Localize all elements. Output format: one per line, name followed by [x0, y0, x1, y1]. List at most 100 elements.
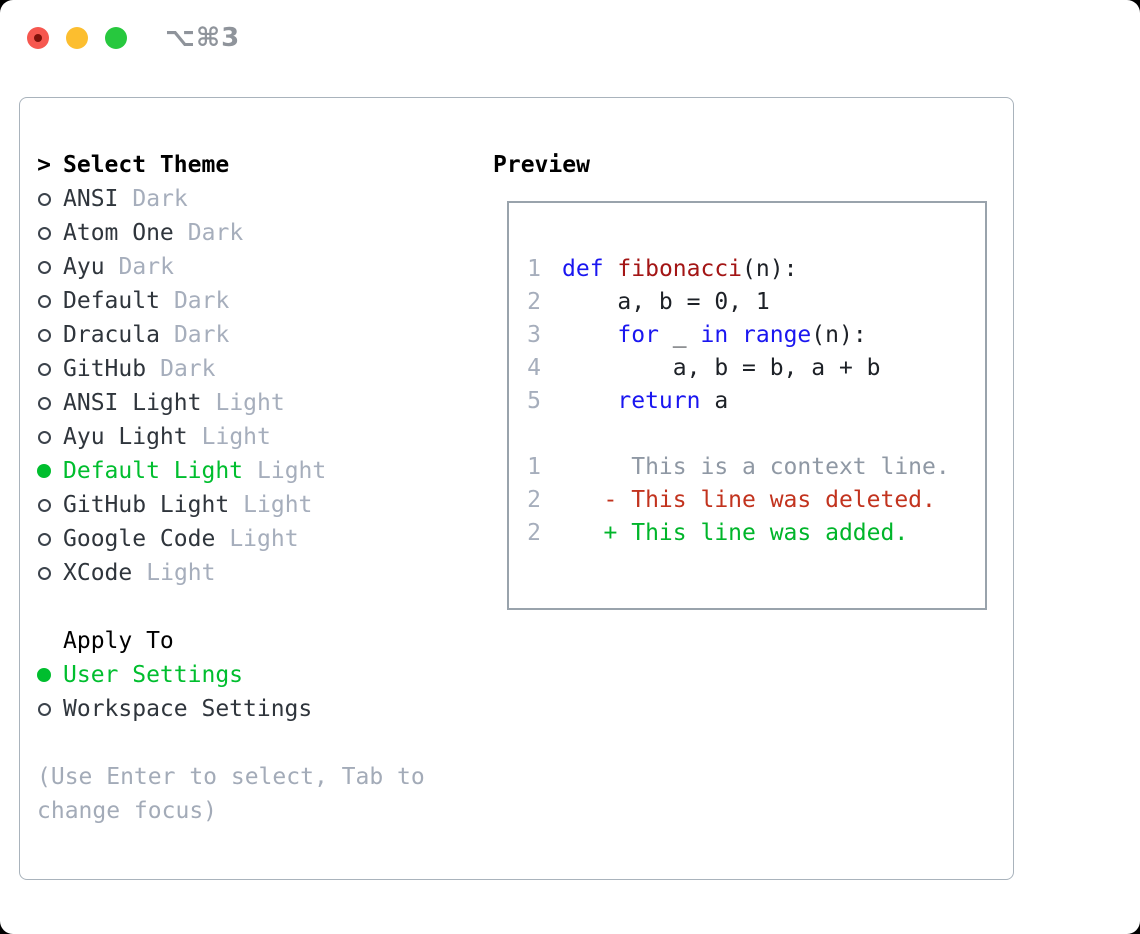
option-marker — [37, 454, 51, 488]
radio-icon — [37, 328, 51, 342]
option-tag: Light — [229, 526, 299, 552]
apply-to-header: Apply To — [37, 624, 425, 658]
option-tag: Light — [243, 492, 313, 518]
code-line: 2 + This line was added. — [527, 516, 950, 549]
line-content: This is a context line. — [562, 453, 950, 480]
option-marker — [37, 386, 51, 420]
line-number: 2 — [527, 486, 541, 513]
main-panel — [19, 97, 1014, 880]
radio-icon — [37, 396, 51, 410]
radio-icon — [37, 192, 51, 206]
code-line — [527, 417, 950, 450]
line-number: 5 — [527, 387, 541, 414]
chevron-icon: > — [37, 152, 51, 178]
line-content: for _ in range(n): — [617, 321, 867, 348]
code-line: 1 This is a context line. — [527, 450, 950, 483]
code-line: 5 return a — [527, 384, 950, 417]
option-name: Atom One — [63, 220, 174, 246]
prompt-marker: > — [37, 148, 51, 182]
theme-option-github[interactable]: GitHub Dark — [37, 352, 425, 386]
option-name: Ayu Light — [63, 424, 188, 450]
radio-icon — [37, 294, 51, 308]
zoom-button[interactable] — [105, 27, 127, 49]
theme-option-atom-one[interactable]: Atom One Dark — [37, 216, 425, 250]
option-marker — [37, 692, 51, 726]
selected-radio-icon — [37, 668, 51, 682]
option-marker — [37, 488, 51, 522]
window-title: ⌥⌘3 — [165, 23, 241, 53]
theme-option-ansi-light[interactable]: ANSI Light Light — [37, 386, 425, 420]
option-marker — [37, 182, 51, 216]
apply-to-title: Apply To — [63, 628, 174, 654]
option-name: Google Code — [63, 526, 216, 552]
minimize-button[interactable] — [66, 27, 88, 49]
line-content: a, b = b, a + b — [562, 354, 881, 381]
close-button[interactable] — [27, 27, 49, 49]
line-number: 2 — [527, 519, 541, 546]
selected-radio-icon — [37, 464, 51, 478]
option-name: ANSI Light — [63, 390, 202, 416]
option-tag: Dark — [187, 220, 244, 246]
theme-option-dracula[interactable]: Dracula Dark — [37, 318, 425, 352]
option-name: XCode — [63, 560, 133, 586]
code-line: 4 a, b = b, a + b — [527, 351, 950, 384]
hint-text-line1: (Use Enter to select, Tab to — [37, 764, 425, 790]
code-line: 2 - This line was deleted. — [527, 483, 950, 516]
theme-option-google-code[interactable]: Google Code Light — [37, 522, 425, 556]
option-marker — [37, 318, 51, 352]
line-number: 3 — [527, 321, 541, 348]
code-line: 3 for _ in range(n): — [527, 318, 950, 351]
option-marker — [37, 352, 51, 386]
select-theme-title: Select Theme — [63, 152, 230, 178]
radio-icon — [37, 498, 51, 512]
option-tag: Light — [201, 424, 271, 450]
option-marker — [37, 216, 51, 250]
apply-option-workspace-settings[interactable]: Workspace Settings — [37, 692, 425, 726]
option-name: Workspace Settings — [63, 696, 313, 722]
option-name: Dracula — [63, 322, 160, 348]
line-content: def fibonacci(n): — [562, 255, 798, 282]
radio-icon — [37, 430, 51, 444]
option-tag: Dark — [118, 254, 174, 280]
option-tag: Light — [146, 560, 216, 586]
line-number: 1 — [527, 453, 541, 480]
code-line: 2 a, b = 0, 1 — [527, 285, 950, 318]
option-marker — [37, 658, 51, 692]
apply-option-user-settings[interactable]: User Settings — [37, 658, 425, 692]
option-tag: Dark — [160, 356, 216, 382]
hint-text-line2: change focus) — [37, 798, 218, 824]
theme-option-default-light[interactable]: Default Light Light — [37, 454, 425, 488]
radio-icon — [37, 702, 51, 716]
theme-option-default[interactable]: Default Dark — [37, 284, 425, 318]
theme-option-ayu[interactable]: Ayu Dark — [37, 250, 425, 284]
option-marker — [37, 284, 51, 318]
theme-option-xcode[interactable]: XCode Light — [37, 556, 425, 590]
preview-title: Preview — [493, 152, 590, 178]
code-line: 1 def fibonacci(n): — [527, 252, 950, 285]
line-number: 2 — [527, 288, 541, 315]
preview-pane — [507, 201, 987, 610]
option-marker — [37, 420, 51, 454]
option-name: GitHub Light — [63, 492, 230, 518]
option-marker — [37, 522, 51, 556]
apply-to-list: User Settings Workspace Settings — [37, 658, 425, 726]
empty-marker — [37, 624, 51, 658]
theme-option-ansi[interactable]: ANSI Dark — [37, 182, 425, 216]
select-theme-header: > Select Theme — [37, 148, 425, 182]
unsaved-dot-icon — [34, 34, 42, 42]
option-tag: Light — [215, 390, 285, 416]
theme-option-ayu-light[interactable]: Ayu Light Light — [37, 420, 425, 454]
theme-option-github-light[interactable]: GitHub Light Light — [37, 488, 425, 522]
option-tag: Light — [257, 458, 327, 484]
radio-icon — [37, 226, 51, 240]
option-name: Default Light — [63, 458, 244, 484]
option-tag: Dark — [173, 322, 230, 348]
theme-list: ANSI Dark Atom One Dark Ayu Dark Default… — [37, 182, 425, 590]
option-name: ANSI — [63, 186, 119, 212]
code-preview: 1 def fibonacci(n): 2 a, b = 0, 1 3 for … — [527, 252, 950, 549]
radio-icon — [37, 362, 51, 376]
spacer — [37, 726, 425, 760]
line-number: 4 — [527, 354, 541, 381]
option-marker — [37, 250, 51, 284]
